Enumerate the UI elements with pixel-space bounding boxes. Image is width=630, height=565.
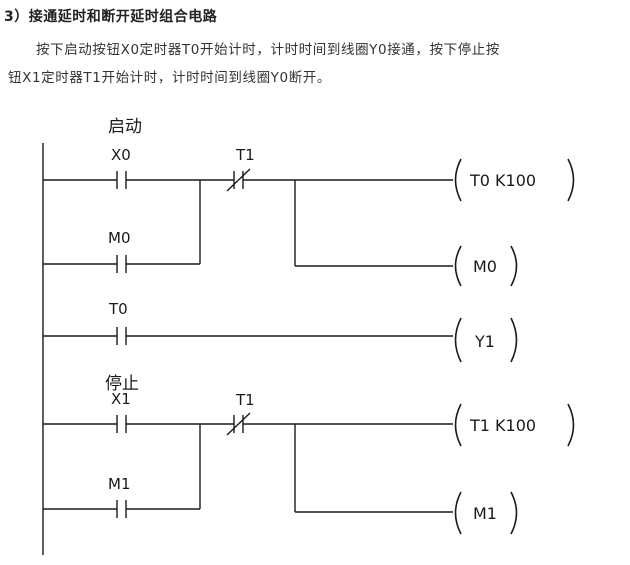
description-paragraph: 按下启动按钮X0定时器T0开始计时，计时时间到线圈Y0接通，按下停止按 钮X1定… (8, 36, 626, 92)
contact-m1-label: M1 (108, 475, 131, 493)
contact-m0-label: M0 (108, 229, 131, 247)
coil-m0-label: M0 (473, 257, 497, 276)
description-line-1: 按下启动按钮X0定时器T0开始计时，计时时间到线圈Y0接通，按下停止按 (36, 42, 501, 58)
rung-3: 停止 X1 T1 M1 T1 K100 (43, 374, 575, 535)
contact-x0 (116, 171, 127, 189)
description-line-2: 钮X1定时器T1开始计时，计时时间到线圈Y0断开。 (8, 70, 332, 86)
contact-m0 (116, 255, 127, 273)
rung-2: T0 Y1 (43, 300, 518, 363)
contact-x1-label: X1 (111, 390, 131, 408)
contact-x1 (116, 415, 127, 433)
coil-m1-label: M1 (473, 504, 497, 523)
rung-1: 启动 X0 T1 M0 T0 K100 (43, 117, 575, 287)
contact-t0-label: T0 (108, 300, 128, 318)
contact-t1-bottom-label: T1 (235, 391, 255, 409)
coil-t0-k100 (454, 158, 575, 202)
coil-m1 (454, 491, 518, 535)
coil-m0 (454, 245, 518, 287)
coil-t0-k100-label: T0 K100 (469, 171, 536, 190)
coil-y1-label: Y1 (474, 332, 495, 351)
contact-x0-label: X0 (111, 146, 131, 164)
coil-y1 (454, 317, 518, 363)
stop-annotation: 停止 (105, 374, 139, 394)
contact-t0 (116, 327, 127, 345)
coil-t1-k100-label: T1 K100 (469, 416, 536, 435)
section-heading: 3）接通延时和断开延时组合电路 (4, 9, 218, 25)
contact-t1-top-label: T1 (235, 146, 255, 164)
start-annotation: 启动 (108, 117, 142, 137)
contact-m1 (116, 500, 127, 518)
coil-t1-k100 (454, 403, 575, 447)
